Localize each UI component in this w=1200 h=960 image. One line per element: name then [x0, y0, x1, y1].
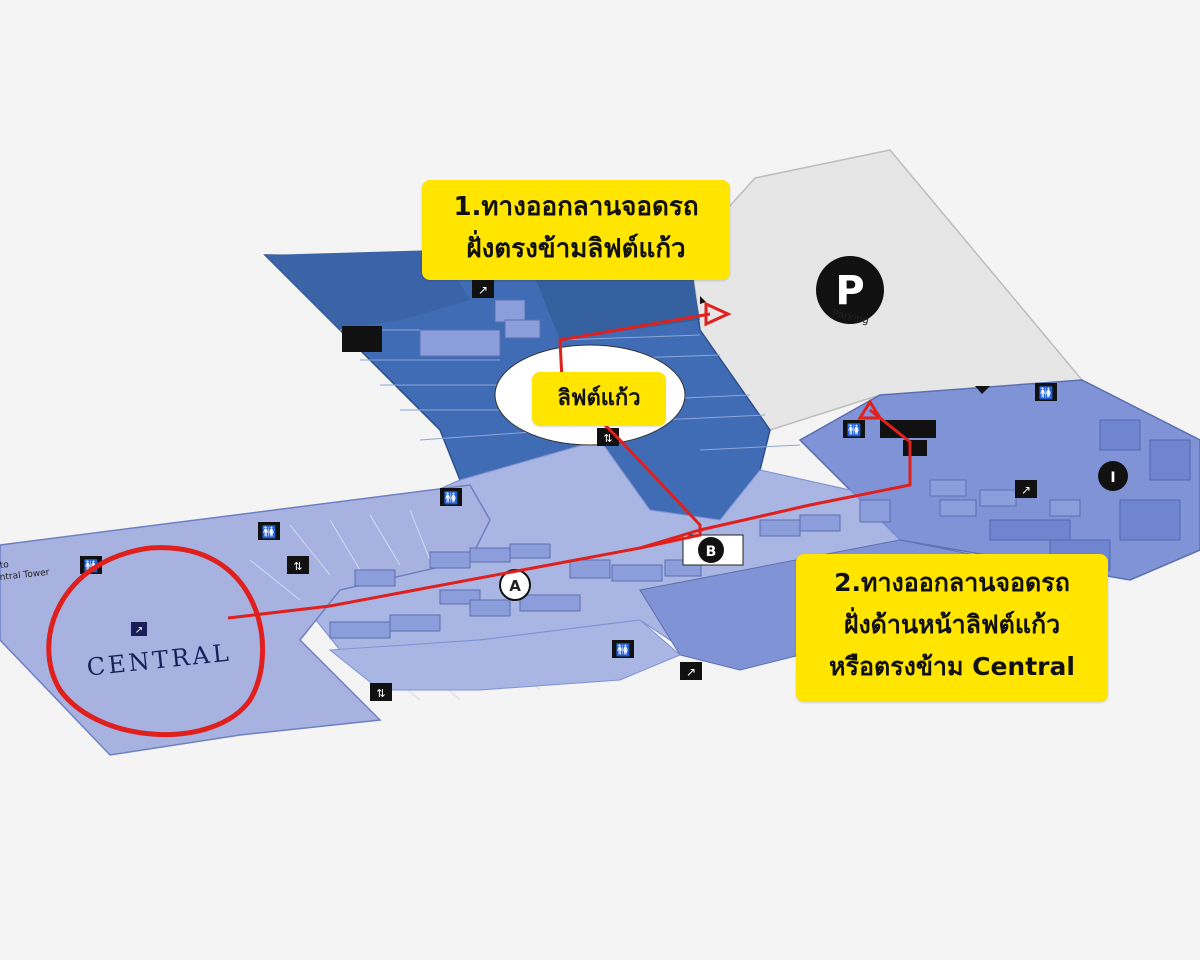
zone-i-marker: I: [1098, 461, 1128, 491]
svg-text:↗: ↗: [1021, 483, 1031, 497]
callout-exit-2-line3: หรือตรงข้าม Central: [829, 652, 1075, 681]
svg-text:⇅: ⇅: [603, 432, 612, 445]
callout-exit-2-line1: 2.ทางออกลานจอดรถ: [834, 568, 1070, 597]
callout-glass-lift: ลิฟต์แก้ว: [532, 372, 666, 426]
restroom-icon: 🚻: [440, 488, 462, 506]
callout-exit-1-line2: ฝั่งตรงข้ามลิฟต์แก้ว: [466, 234, 686, 264]
route-path: [227, 312, 912, 620]
upper-wing-top: [265, 250, 470, 330]
svg-text:↗: ↗: [686, 665, 696, 679]
escalator-icon: ↗: [1015, 480, 1037, 498]
svg-text:🚻: 🚻: [444, 491, 459, 505]
restroom-icon: 🚻: [612, 640, 634, 658]
svg-text:I: I: [1110, 470, 1115, 486]
middle-store-boxes: [329, 299, 1081, 639]
zone-a-marker: A: [499, 569, 531, 601]
restroom-icon: 🚻: [1035, 383, 1057, 401]
elevator-icon: ⇅: [287, 556, 309, 574]
callout-exit-2: 2.ทางออกลานจอดรถ ฝั่งด้านหน้าลิฟต์แก้ว ห…: [796, 554, 1108, 702]
central-escalator-icon: ↗: [131, 622, 147, 636]
zone-b-marker: B: [682, 534, 744, 566]
svg-text:🚻: 🚻: [616, 643, 631, 657]
svg-text:🚻: 🚻: [847, 423, 862, 437]
callout-exit-2-line2: ฝั่งด้านหน้าลิฟต์แก้ว: [843, 610, 1061, 639]
parking-icon: P: [816, 256, 884, 324]
svg-text:P: P: [835, 268, 864, 314]
svg-text:B: B: [706, 544, 717, 560]
route-arrow-icon: [857, 399, 883, 420]
central-highlight-circle: [46, 545, 265, 737]
svg-text:↗: ↗: [135, 625, 143, 636]
lower-floor-strip: [328, 619, 681, 691]
svg-text:🚻: 🚻: [1039, 386, 1054, 400]
svg-text:⇅: ⇅: [293, 560, 302, 573]
svg-text:⇅: ⇅: [376, 687, 385, 700]
central-tower-label: to: [0, 560, 10, 571]
elevator-icon: ⇅: [370, 683, 392, 701]
parking-entry-marker-1: [975, 386, 990, 394]
escalator-icon: ↗: [472, 280, 494, 298]
svg-text:🚻: 🚻: [262, 525, 277, 539]
callout-glass-lift-label: ลิฟต์แก้ว: [557, 386, 641, 411]
route-arrow-icon: [704, 301, 732, 327]
escalator-icon: ↗: [680, 662, 702, 680]
svg-text:A: A: [509, 577, 521, 595]
restroom-icon: 🚻: [843, 420, 865, 438]
upper-wing-top-right: [530, 262, 700, 340]
svg-text:↗: ↗: [478, 283, 488, 297]
callout-exit-1-line1: 1.ทางออกลานจอดรถ: [453, 192, 699, 222]
callout-exit-1: 1.ทางออกลานจอดรถ ฝั่งตรงข้ามลิฟต์แก้ว: [422, 180, 730, 280]
restroom-icon: 🚻: [258, 522, 280, 540]
